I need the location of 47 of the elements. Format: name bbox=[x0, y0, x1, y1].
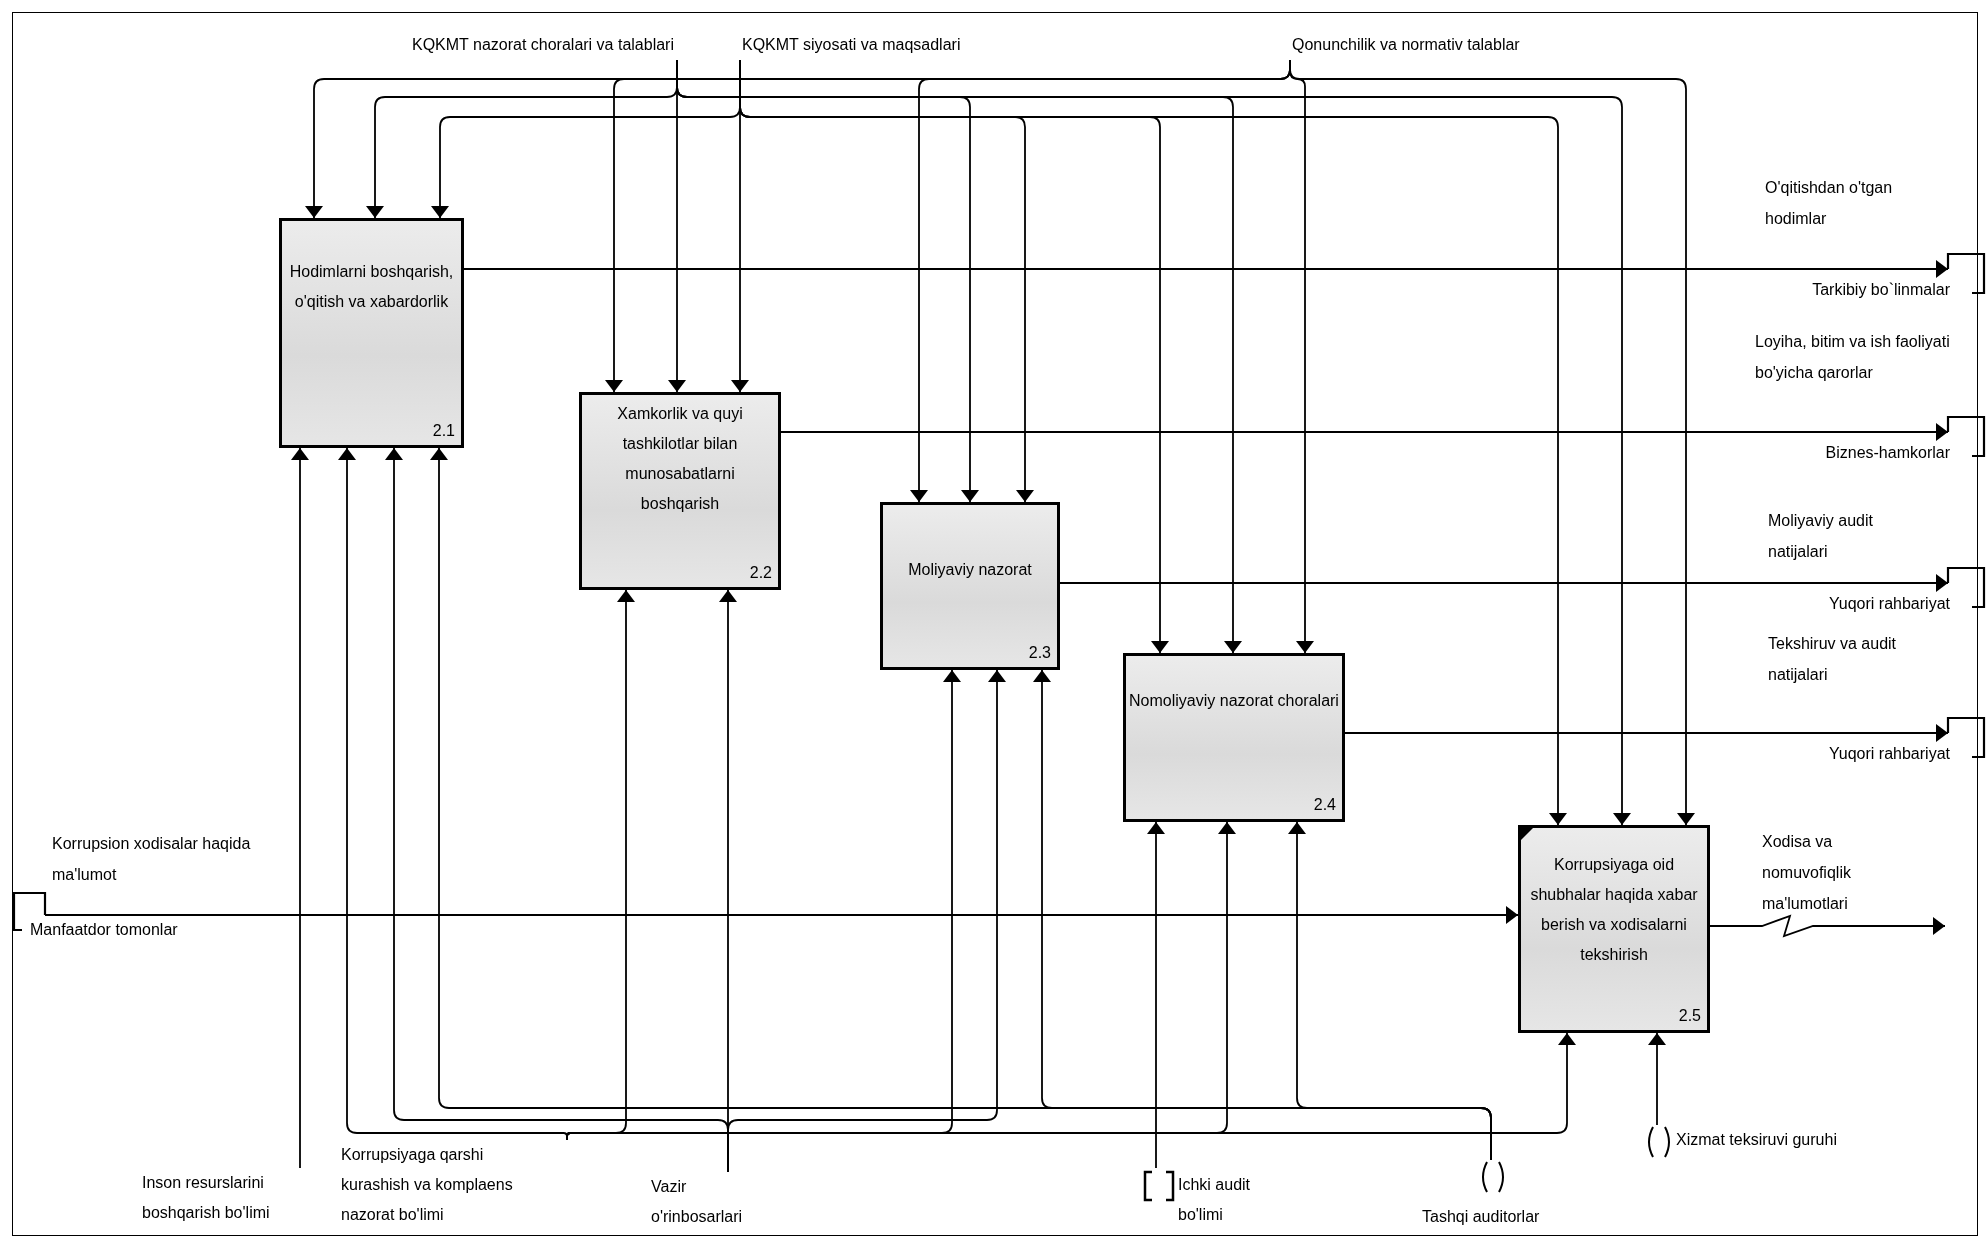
arrow-label: Tashqi auditorlar bbox=[1422, 1207, 1540, 1227]
arrow bbox=[566, 1032, 1576, 1141]
arrow bbox=[1648, 1032, 1666, 1126]
arrow-label: Vazir o'rinbosarlari bbox=[650, 1177, 744, 1227]
arrow bbox=[1288, 821, 1492, 1161]
edge-label: Xodisa va nomuvofiqlik ma'lumotlari bbox=[1762, 832, 1852, 914]
edge-label: Korrupsion xodisalar haqida ma'lumot bbox=[52, 834, 252, 885]
activity-number: 2.5 bbox=[1678, 1006, 1701, 1026]
activity-number: 2.3 bbox=[1028, 643, 1051, 663]
arrow-label: Tarkibiy bo`linmalar bbox=[1812, 280, 1950, 300]
arrow bbox=[44, 906, 1519, 924]
activity-title: Korrupsiyaga oid shubhalar haqida xabar berish va xodisalarni tekshirish bbox=[1529, 855, 1699, 965]
arrow bbox=[780, 423, 1949, 441]
activity-title: Nomoliyaviy nazorat choralari bbox=[1129, 691, 1339, 711]
arrow-label: Ichki audit bo'limi bbox=[1178, 1175, 1252, 1225]
arrow-label: KQKMT nazorat choralari va talablari bbox=[411, 35, 674, 55]
arrow-label: Xizmat teksiruvi guruhi bbox=[1676, 1130, 1837, 1150]
arrow-label: Biznes-hamkorlar bbox=[1825, 443, 1950, 463]
edge-label: Moliyaviy audit natijalari bbox=[1768, 511, 1874, 562]
activity-title: Xamkorlik va quyi tashkilotlar bilan munosabatlarni boshqarish bbox=[616, 404, 744, 514]
activity-box bbox=[579, 392, 781, 590]
arrow-label: Yuqori rahbariyat bbox=[1829, 594, 1950, 614]
edge-label: Tekshiruv va audit natijalari bbox=[1768, 634, 1898, 685]
arrow bbox=[1147, 821, 1165, 1169]
activity-number: 2.4 bbox=[1313, 795, 1336, 815]
activity-box bbox=[279, 218, 464, 448]
arrow-label: Manfaatdor tomonlar bbox=[29, 920, 179, 940]
activity-title: Moliyaviy nazorat bbox=[908, 560, 1032, 580]
activity-title: Hodimlarni boshqarish, o'qitish va xabardorlik bbox=[288, 262, 455, 312]
arrow bbox=[1344, 724, 1949, 742]
edge-label: Loyiha, bitim va ish faoliyati bo'yicha qarorlar bbox=[1755, 332, 1951, 383]
arrow-label: KQKMT siyosati va maqsadlari bbox=[741, 35, 962, 55]
arrow-label: Inson resurslarini boshqarish bo'limi bbox=[142, 1173, 271, 1223]
arrow-label: Qonunchilik va normativ talablar bbox=[1291, 35, 1521, 55]
activity-number: 2.1 bbox=[432, 421, 455, 441]
activity-number: 2.2 bbox=[749, 563, 772, 583]
activity-box bbox=[880, 502, 1060, 670]
activity-box bbox=[1518, 825, 1710, 1033]
arrow-label: Yuqori rahbariyat bbox=[1829, 744, 1950, 764]
arrow bbox=[1709, 914, 1946, 938]
arrow bbox=[291, 447, 309, 1169]
arrow bbox=[1289, 59, 1695, 826]
edge-label: O'qitishdan o'tgan hodimlar bbox=[1765, 178, 1894, 229]
activity-box bbox=[1123, 653, 1345, 822]
arrow bbox=[463, 260, 1949, 278]
arrow bbox=[1059, 574, 1949, 592]
arrow-label: Korrupsiyaga qarshi kurashish va komplaens nazorat bo'limi bbox=[340, 1145, 514, 1225]
